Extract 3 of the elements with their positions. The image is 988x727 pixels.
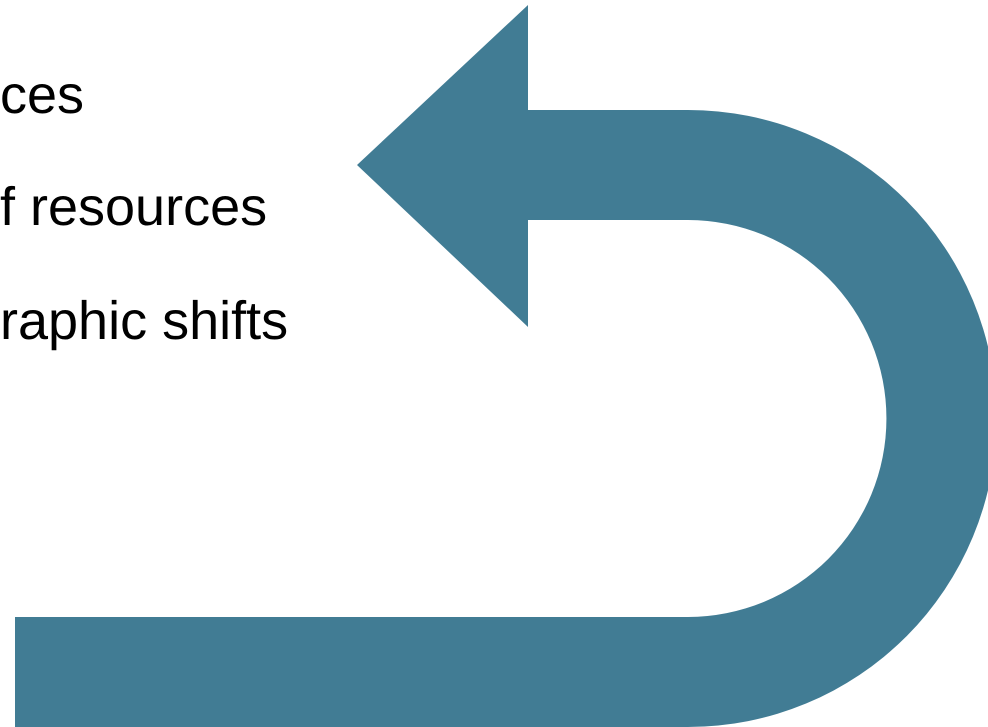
bullet-text: f resources xyxy=(0,176,268,238)
bullet-text: ces xyxy=(0,64,84,126)
bullet-text: raphic shifts xyxy=(0,290,288,352)
